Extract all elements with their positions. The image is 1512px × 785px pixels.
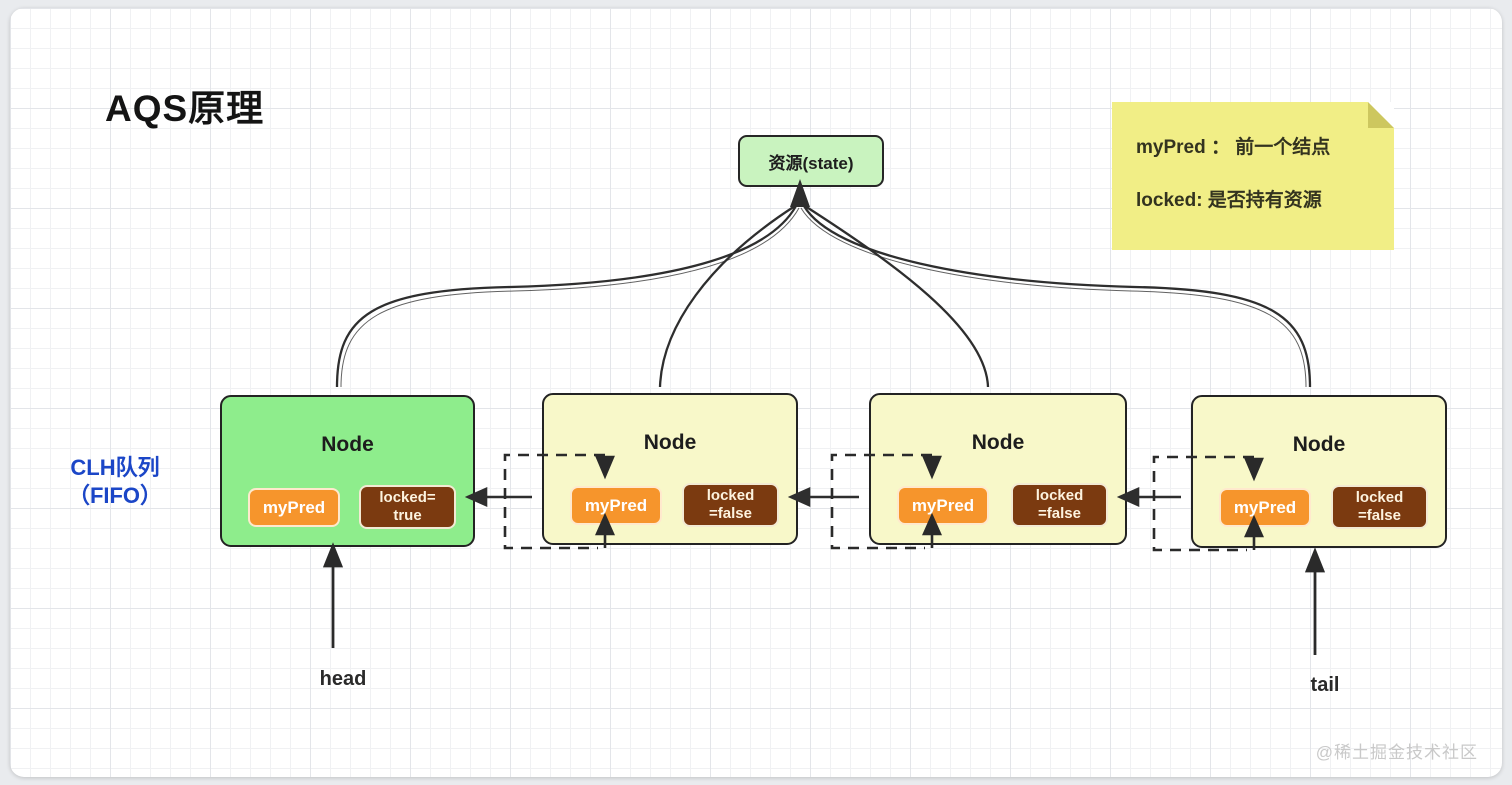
node-title: Node (1292, 433, 1346, 456)
mypred-badge-label: myPred (584, 495, 648, 515)
clh-queue-label: CLH队列 （FIFO） (45, 454, 185, 510)
mypred-badge-label: myPred (911, 495, 975, 515)
sticky-note: myPred ： 前一个结点 locked: 是否持有资源 (1112, 102, 1394, 250)
locked-badge: locked =false (1331, 485, 1428, 529)
sticky-note-fold-icon (1368, 102, 1394, 128)
node-tail: Node myPred locked =false (1191, 395, 1447, 548)
mypred-badge-label: myPred (262, 497, 326, 517)
tail-pointer-label: tail (1310, 674, 1340, 696)
clh-queue-label-line2: （FIFO） (67, 483, 163, 508)
mypred-badge-label: myPred (1233, 497, 1297, 517)
node-2: Node myPred locked =false (542, 393, 798, 545)
mypred-badge: myPred (248, 488, 340, 527)
resource-state-box: 资源(state) (738, 135, 884, 187)
locked-badge-line2: =false (1038, 505, 1081, 522)
locked-badge-line2: true (393, 507, 422, 524)
locked-badge: locked= true (359, 485, 456, 529)
locked-badge: locked =false (682, 483, 779, 527)
mypred-badge: myPred (897, 486, 989, 525)
locked-badge-line1: locked (1035, 487, 1084, 504)
node-title: Node (971, 431, 1025, 454)
head-pointer-label: head (319, 668, 367, 690)
locked-badge: locked =false (1011, 483, 1108, 527)
mypred-badge: myPred (1219, 488, 1311, 527)
page-title: AQS原理 (105, 88, 265, 129)
locked-badge-line1: locked (1355, 489, 1404, 506)
note-locked-definition: locked: 是否持有资源 (1136, 190, 1322, 211)
mypred-badge: myPred (570, 486, 662, 525)
locked-badge-line1: locked= (379, 489, 436, 506)
locked-badge-line2: =false (1358, 507, 1401, 524)
resource-state-label: 资源(state) (768, 153, 854, 173)
diagram-canvas: AQS原理 资源(state) myPred ： 前一个结点 locked: 是… (10, 8, 1502, 777)
node-3: Node myPred locked =false (869, 393, 1127, 545)
locked-badge-line1: locked (706, 487, 755, 504)
locked-badge-line2: =false (709, 505, 752, 522)
node-title: Node (643, 431, 697, 454)
note-mypred-definition: myPred ： 前一个结点 (1136, 137, 1331, 158)
clh-queue-label-line1: CLH队列 (70, 455, 160, 480)
node-head: Node myPred locked= true (220, 395, 475, 547)
node-title: Node (321, 433, 374, 456)
watermark: @稀土掘金技术社区 (1315, 743, 1478, 762)
